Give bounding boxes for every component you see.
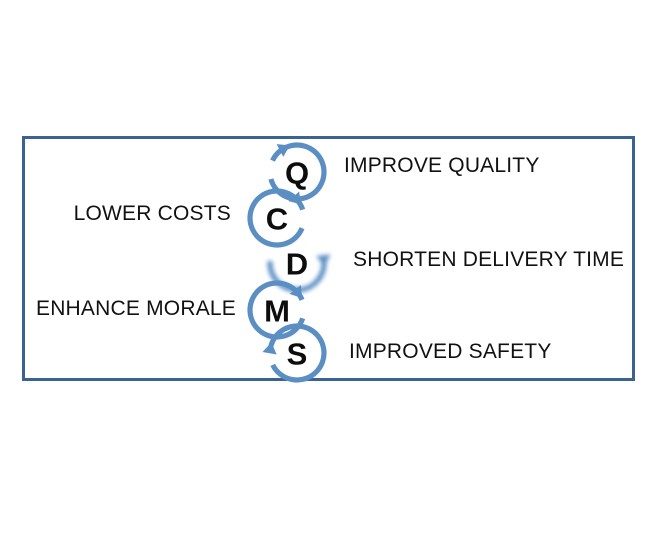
label-enhance-morale: ENHANCE MORALE [35, 297, 236, 320]
node-letter-m: M [264, 293, 290, 329]
label-lower-costs: LOWER COSTS [73, 202, 231, 225]
node-letter-q: Q [284, 155, 310, 191]
label-improve-quality: IMPROVE QUALITY [344, 154, 540, 177]
node-letter-s: S [286, 336, 308, 372]
node-letter-d: D [285, 246, 309, 282]
label-improved-safety: IMPROVED SAFETY [349, 340, 552, 363]
node-letter-c: C [265, 201, 289, 237]
label-shorten-delivery-time: SHORTEN DELIVERY TIME [353, 248, 625, 271]
